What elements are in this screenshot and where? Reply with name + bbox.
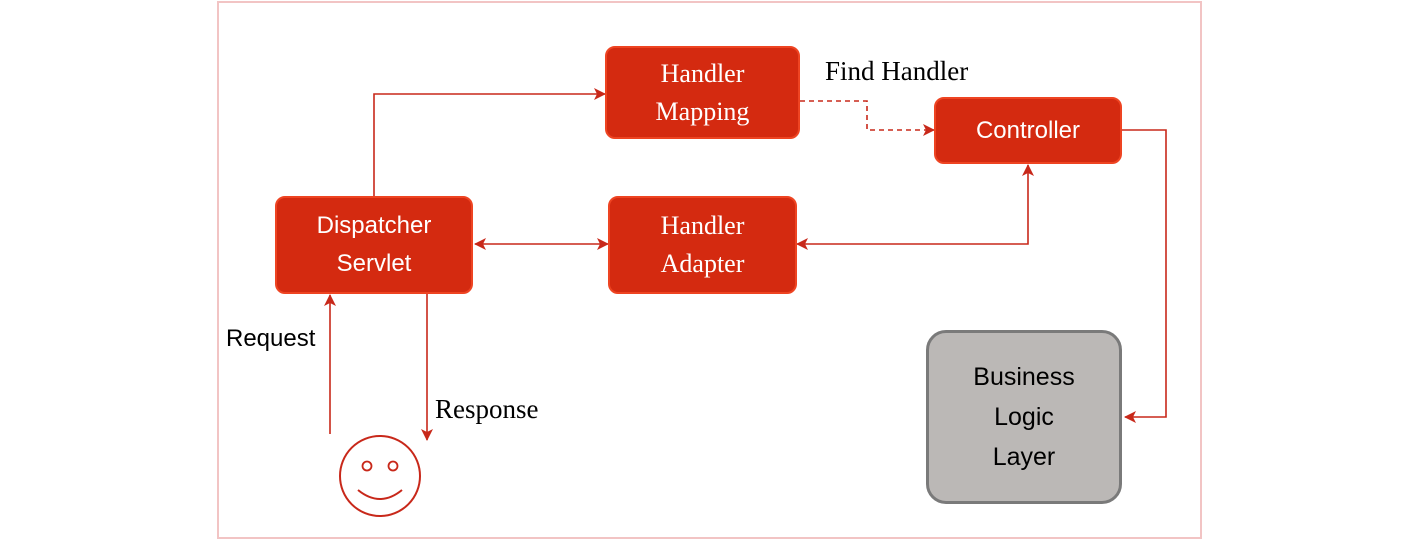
arrow-adapter-controller [796, 164, 1034, 250]
find-handler-label: Find Handler [825, 56, 969, 86]
dispatcher-servlet-line1: Dispatcher [316, 212, 432, 239]
arrow-controller-to-business [1122, 129, 1167, 423]
arrow-mapping-to-controller [800, 100, 935, 136]
handler-adapter-node: Handler Adapter [608, 196, 797, 294]
business-logic-line1: Business [973, 363, 1075, 391]
controller-node: Controller [934, 97, 1122, 164]
handler-mapping-line1: Handler [660, 58, 745, 88]
request-label: Request [226, 325, 316, 352]
business-logic-line3: Layer [992, 443, 1056, 471]
dispatcher-servlet-line2: Servlet [336, 250, 412, 277]
handler-mapping-line2: Mapping [655, 96, 750, 126]
arrow-dispatcher-to-mapping [373, 88, 606, 196]
dispatcher-servlet-node: Dispatcher Servlet [275, 196, 473, 294]
handler-adapter-line2: Adapter [660, 249, 745, 278]
diagram-frame [217, 1, 1202, 539]
handler-adapter-line1: Handler [660, 211, 745, 240]
business-logic-layer-node: Business Logic Layer [926, 330, 1122, 504]
controller-label: Controller [975, 116, 1081, 144]
response-label: Response [435, 394, 539, 424]
handler-mapping-node: Handler Mapping [605, 46, 800, 139]
smiley-face-icon [339, 435, 421, 517]
business-logic-line2: Logic [994, 403, 1054, 431]
